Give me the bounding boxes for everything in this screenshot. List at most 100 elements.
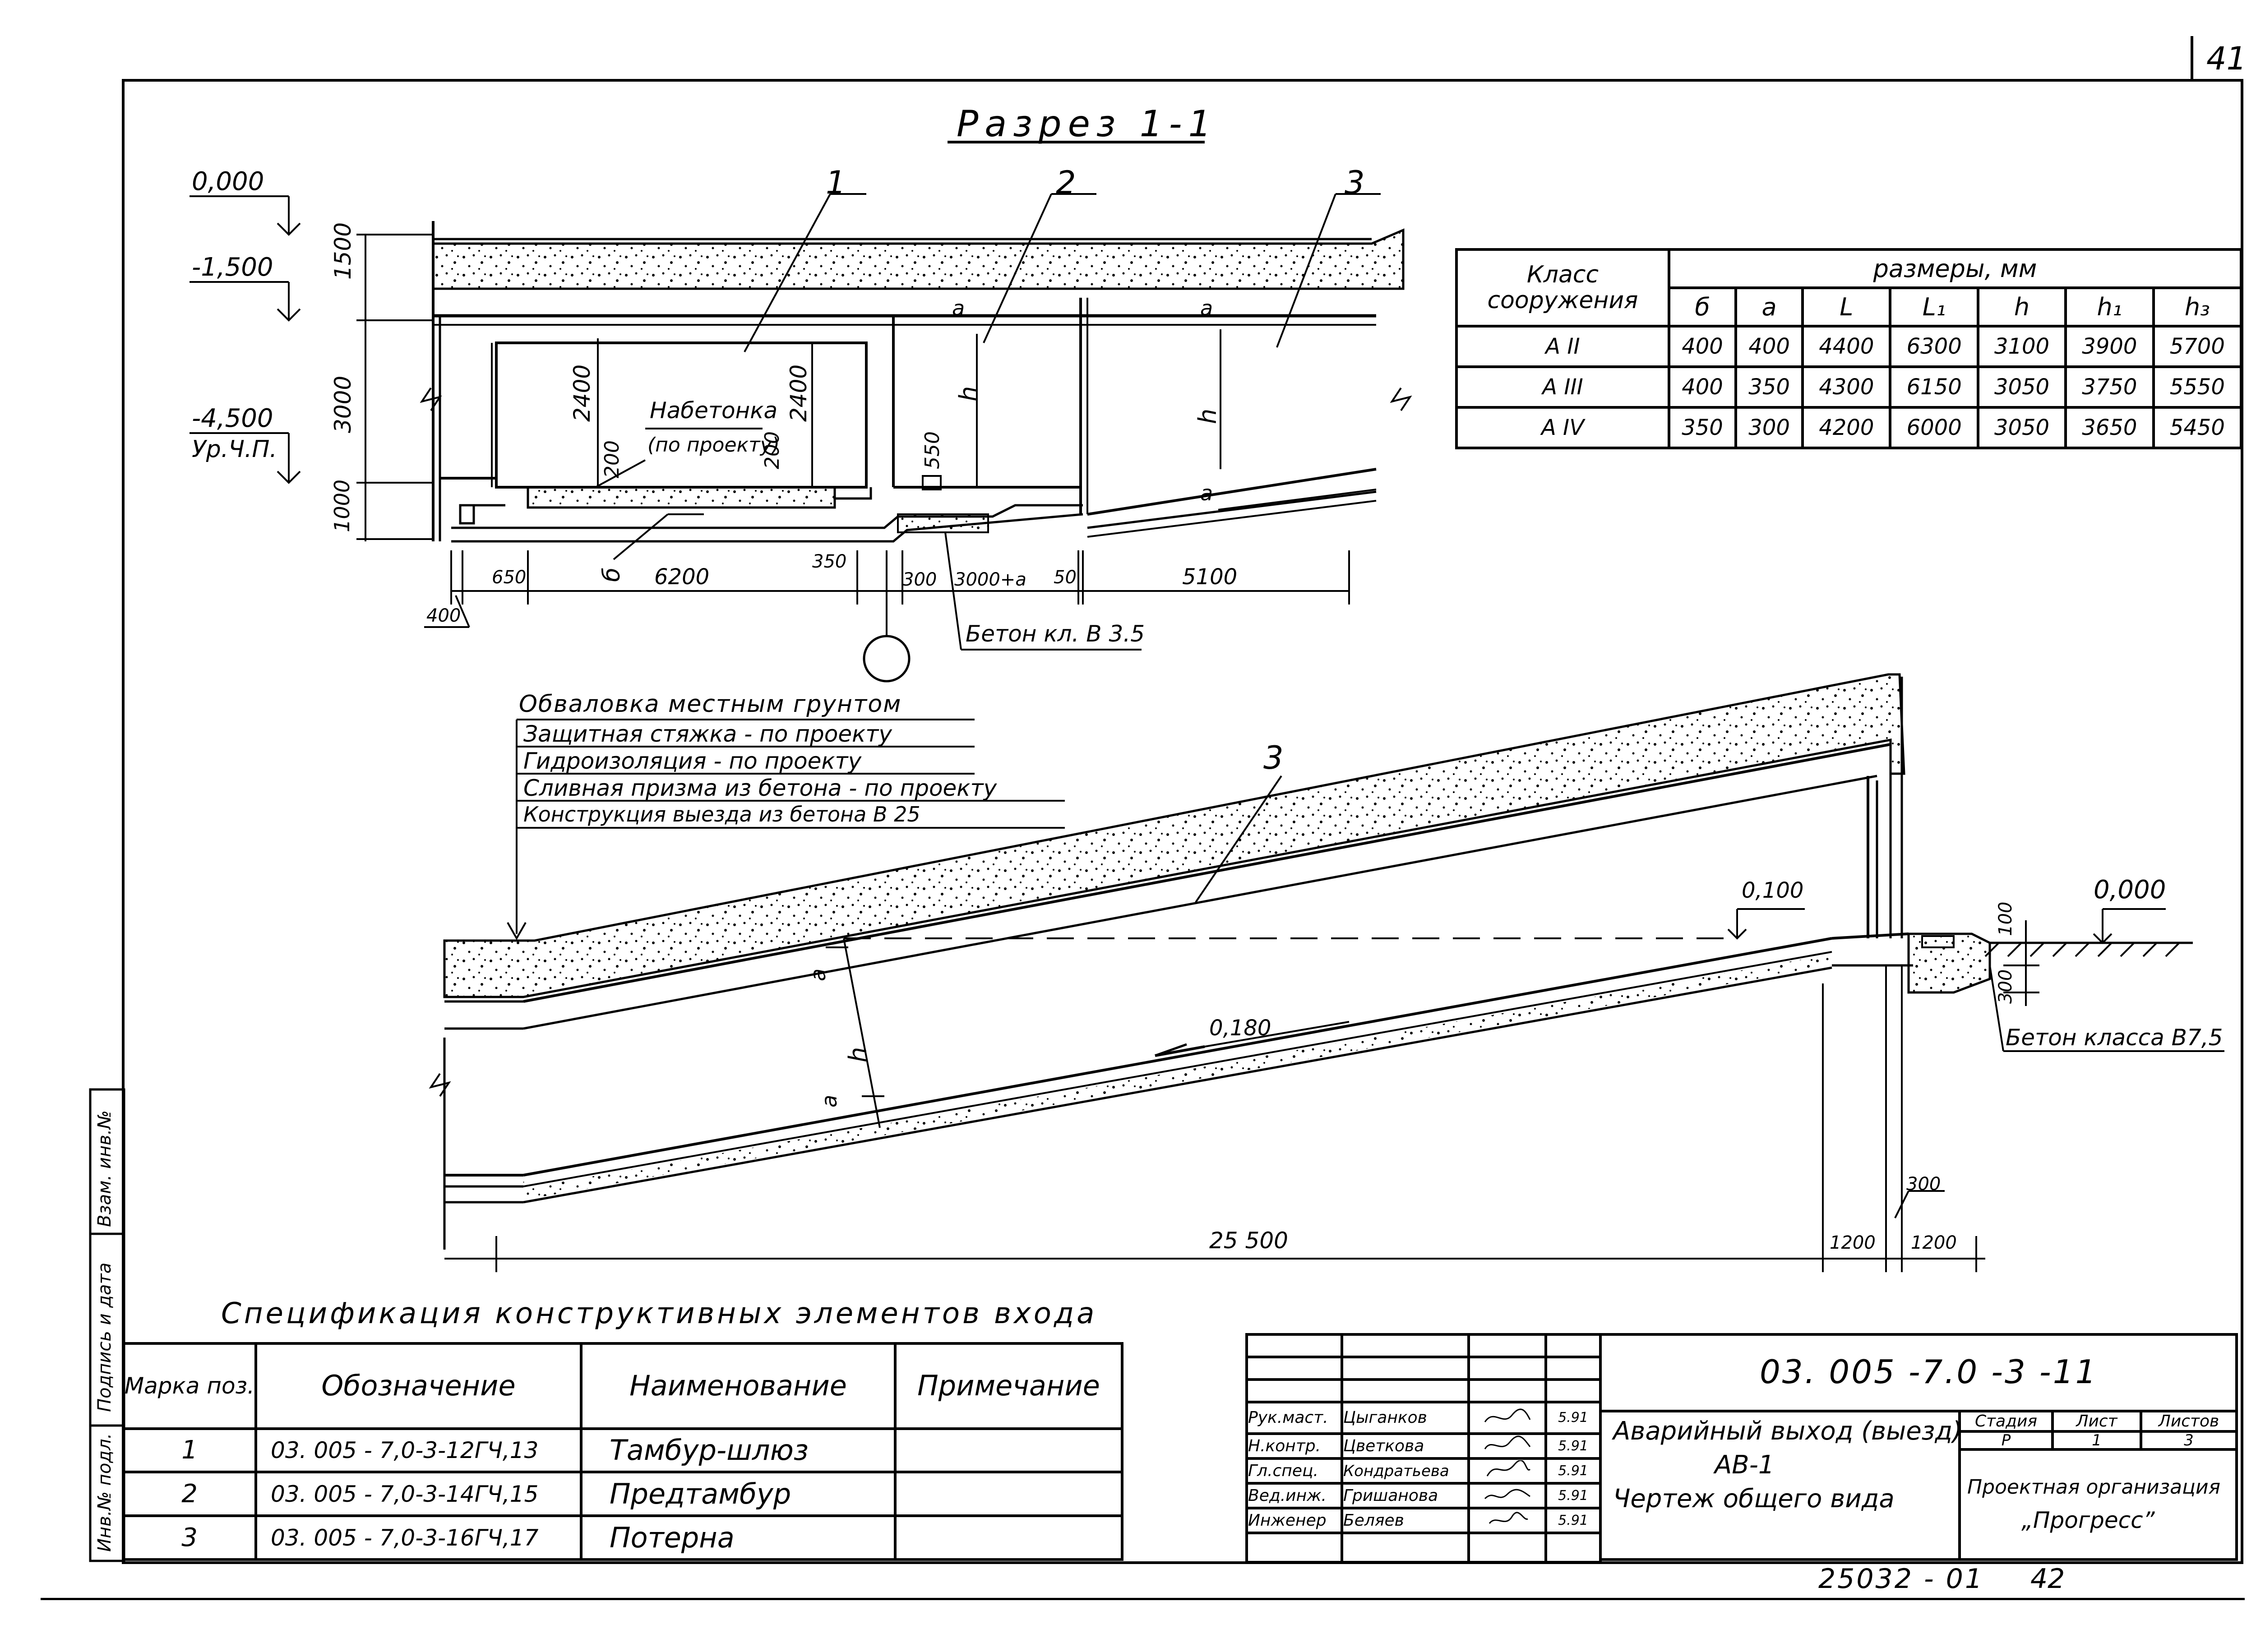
bottom-rule	[41, 1598, 2245, 1600]
concrete-note-top: Бетон кл. В 3.5	[966, 621, 1145, 647]
layer-5: Конструкция выезда из бетона В 25	[523, 802, 920, 826]
org-label: Проектная организация	[1967, 1476, 2221, 1499]
dim-200-left: 200	[601, 440, 624, 478]
signature	[1467, 1457, 1547, 1485]
layer-2: Защитная стяжка - по проекту	[523, 721, 892, 747]
ramp-soil	[443, 673, 1905, 998]
ramp-dim-1200-left: 1200	[1830, 1232, 1876, 1253]
bottom-dim-3000a: 3000+a	[954, 569, 1026, 590]
sizes-header-class: Класс сооружения	[1455, 248, 1670, 328]
sizes-col-L: L	[1801, 286, 1892, 328]
bottom-dim-400: 400	[426, 605, 461, 626]
ramp-slope: 0,180	[1209, 1015, 1271, 1041]
bottom-dim-300: 300	[902, 569, 937, 590]
letter-b: б	[598, 567, 625, 582]
nabetonka-label: Набетонка	[650, 397, 778, 424]
title-block-right	[1602, 1333, 2238, 1561]
archive-page: 42	[2030, 1563, 2065, 1595]
layer-4: Сливная призма из бетона - по проекту	[523, 775, 997, 801]
ramp-section	[429, 673, 2224, 1272]
table-row: А III 400 350 4300 6150 3050 3750 5550	[1455, 365, 2243, 409]
table-row: Вед.инж. Гришанова 5.91	[1245, 1482, 1602, 1509]
dim-550: 550	[921, 431, 944, 469]
table-row: Н.контр. Цветкова 5.91	[1245, 1432, 1602, 1460]
side-stamp-frame	[89, 1088, 125, 1562]
spec-header-code: Обозначение	[254, 1342, 583, 1430]
side-stamp-vzam-inv: Взам. инв.№	[94, 1110, 115, 1227]
spec-table: Марка поз. Обозначение Наименование Прим…	[121, 1342, 1123, 1561]
table-row: Инженер Беляев 5.91	[1245, 1507, 1602, 1534]
nabetonka-note: (по проекту)	[647, 434, 780, 457]
ramp-dim-1200-right: 1200	[1911, 1232, 1957, 1253]
sizes-col-b: б	[1667, 286, 1738, 328]
ramp-letter-h: h	[844, 1047, 872, 1062]
sizes-col-h: h	[1976, 286, 2067, 328]
dim-2400-left: 2400	[569, 364, 595, 422]
bottom-dim-350: 350	[812, 551, 847, 572]
bottom-dim-6200: 6200	[654, 564, 710, 590]
table-row: А II 400 400 4400 6300 3100 3900 5700	[1455, 325, 2243, 368]
bottom-dim-50: 50	[1054, 567, 1077, 588]
table-row: Рук.маст. Цыганков 5.91	[1245, 1401, 1602, 1435]
bottom-dim-5100: 5100	[1182, 564, 1238, 590]
bottom-dim-650: 650	[492, 567, 527, 588]
section-marker-circle	[863, 635, 911, 683]
letter-a-top-left: a	[952, 296, 965, 320]
org-name: „Прогресс”	[2021, 1507, 2155, 1533]
ramp-dim-100: 100	[1995, 901, 2016, 936]
sizes-col-h3: h₃	[2152, 286, 2243, 328]
stage-table: Стадия Лист Листов Р 1 3	[1958, 1410, 2238, 1451]
page-frame	[122, 79, 2243, 1564]
level-0000: 0,000	[192, 167, 264, 196]
letter-a-top-right: a	[1200, 296, 1213, 320]
level-4500: -4,500	[192, 404, 273, 433]
title-block: Рук.маст. Цыганков 5.91 Н.контр. Цветков…	[1245, 1333, 2238, 1564]
ramp-level-0000: 0,000	[2094, 875, 2166, 904]
staff-table: Рук.маст. Цыганков 5.91 Н.контр. Цветков…	[1245, 1333, 1602, 1564]
signature	[1467, 1401, 1547, 1435]
pos-marker-2: 2	[1056, 164, 1076, 201]
section-title: Разрез 1-1	[957, 103, 1218, 145]
signature	[1467, 1432, 1547, 1460]
layer-1: Обваловка местным грунтом	[519, 691, 902, 718]
dim-3000: 3000	[330, 375, 356, 433]
ramp-dim-300-top: 300	[1906, 1174, 1941, 1195]
title-line-2: АВ-1	[1715, 1450, 1775, 1480]
level-1500: -1,500	[192, 253, 273, 282]
page-number: 41	[2206, 40, 2247, 77]
layers-callout	[507, 719, 1065, 941]
title-line-3: Чертеж общего вида	[1613, 1484, 1895, 1514]
spec-header-mark: Марка поз.	[121, 1342, 258, 1430]
ramp-dim-25500: 25 500	[1209, 1227, 1288, 1254]
pos-marker-1: 1	[826, 164, 846, 201]
sizes-col-h1: h₁	[2064, 286, 2155, 328]
spec-header-name: Наименование	[580, 1342, 897, 1430]
spec-title: Спецификация конструктивных элементов вх…	[221, 1297, 1097, 1330]
top-section	[190, 193, 1412, 683]
table-row: Гл.спец. Кондратьева 5.91	[1245, 1457, 1602, 1485]
ramp-letter-a-bottom: a	[817, 1094, 841, 1107]
doc-code: 03. 005 -7.0 -3 -11	[1760, 1353, 2098, 1391]
spec-header-note: Примечание	[894, 1342, 1123, 1430]
letter-a-bottom-right: a	[1200, 481, 1213, 505]
dim-2400-right: 2400	[786, 364, 812, 422]
signature	[1467, 1507, 1547, 1534]
ramp-letter-a-top: a	[806, 968, 830, 981]
table-row: 3 03. 005 - 7,0-3-16ГЧ,17 Потерна	[121, 1514, 1123, 1561]
letter-h-right: h	[1193, 408, 1222, 424]
pos-marker-3: 3	[1345, 164, 1365, 201]
ramp-pos-marker-3: 3	[1263, 739, 1284, 776]
table-row: 2 03. 005 - 7,0-3-14ГЧ,15 Предтамбур	[121, 1471, 1123, 1518]
letter-h-left: h	[954, 386, 983, 401]
archive-number: 25032 - 01	[1818, 1563, 1984, 1595]
sizes-table: Класс сооружения размеры, мм б a L L₁ h …	[1455, 248, 2243, 449]
page-number-box	[2191, 36, 2243, 81]
sizes-col-a: a	[1734, 286, 1804, 328]
table-row: 1 03. 005 - 7,0-3-12ГЧ,13 Тамбур-шлюз	[121, 1427, 1123, 1474]
dim-1500: 1500	[330, 222, 356, 280]
sizes-col-L1: L₁	[1889, 286, 1979, 328]
title-line-1: Аварийный выход (выезд)	[1613, 1417, 1962, 1446]
signature	[1467, 1482, 1547, 1509]
ramp-level-0100: 0,100	[1742, 878, 1804, 903]
